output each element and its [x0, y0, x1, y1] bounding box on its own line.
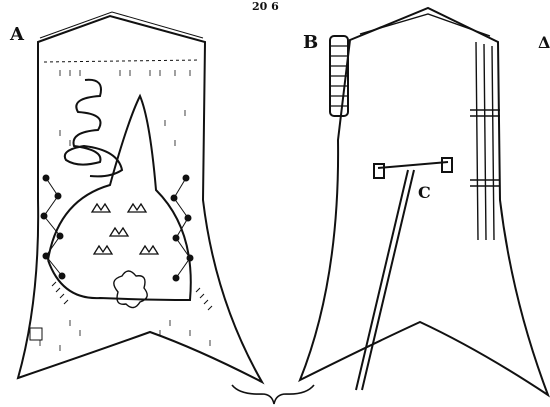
label-top: 20 6	[252, 0, 279, 13]
panel-b-right-rods	[476, 42, 494, 240]
label-c: C	[418, 183, 431, 202]
panel-a-swirl-motif	[65, 80, 122, 177]
tool-c-shaft	[356, 170, 414, 390]
figure-a-embroidered-panel	[18, 12, 262, 382]
figure-c-tool	[356, 158, 452, 390]
panel-a-crown-motifs	[92, 204, 158, 254]
label-b: B	[303, 32, 318, 53]
panel-a-inner-fold	[44, 60, 200, 62]
panel-a-stitch-texture	[40, 70, 210, 351]
panel-a-outline	[18, 16, 262, 382]
panel-a-chain-left	[41, 175, 65, 279]
panel-a-flower-motif	[114, 271, 147, 308]
tool-c-crossbar	[378, 162, 448, 168]
bottom-brace	[232, 385, 314, 404]
panel-a-hatch-marks	[30, 282, 212, 340]
label-a: A	[9, 24, 25, 45]
panel-a-central-tongue	[48, 96, 191, 300]
label-corner: Δ	[538, 33, 550, 52]
